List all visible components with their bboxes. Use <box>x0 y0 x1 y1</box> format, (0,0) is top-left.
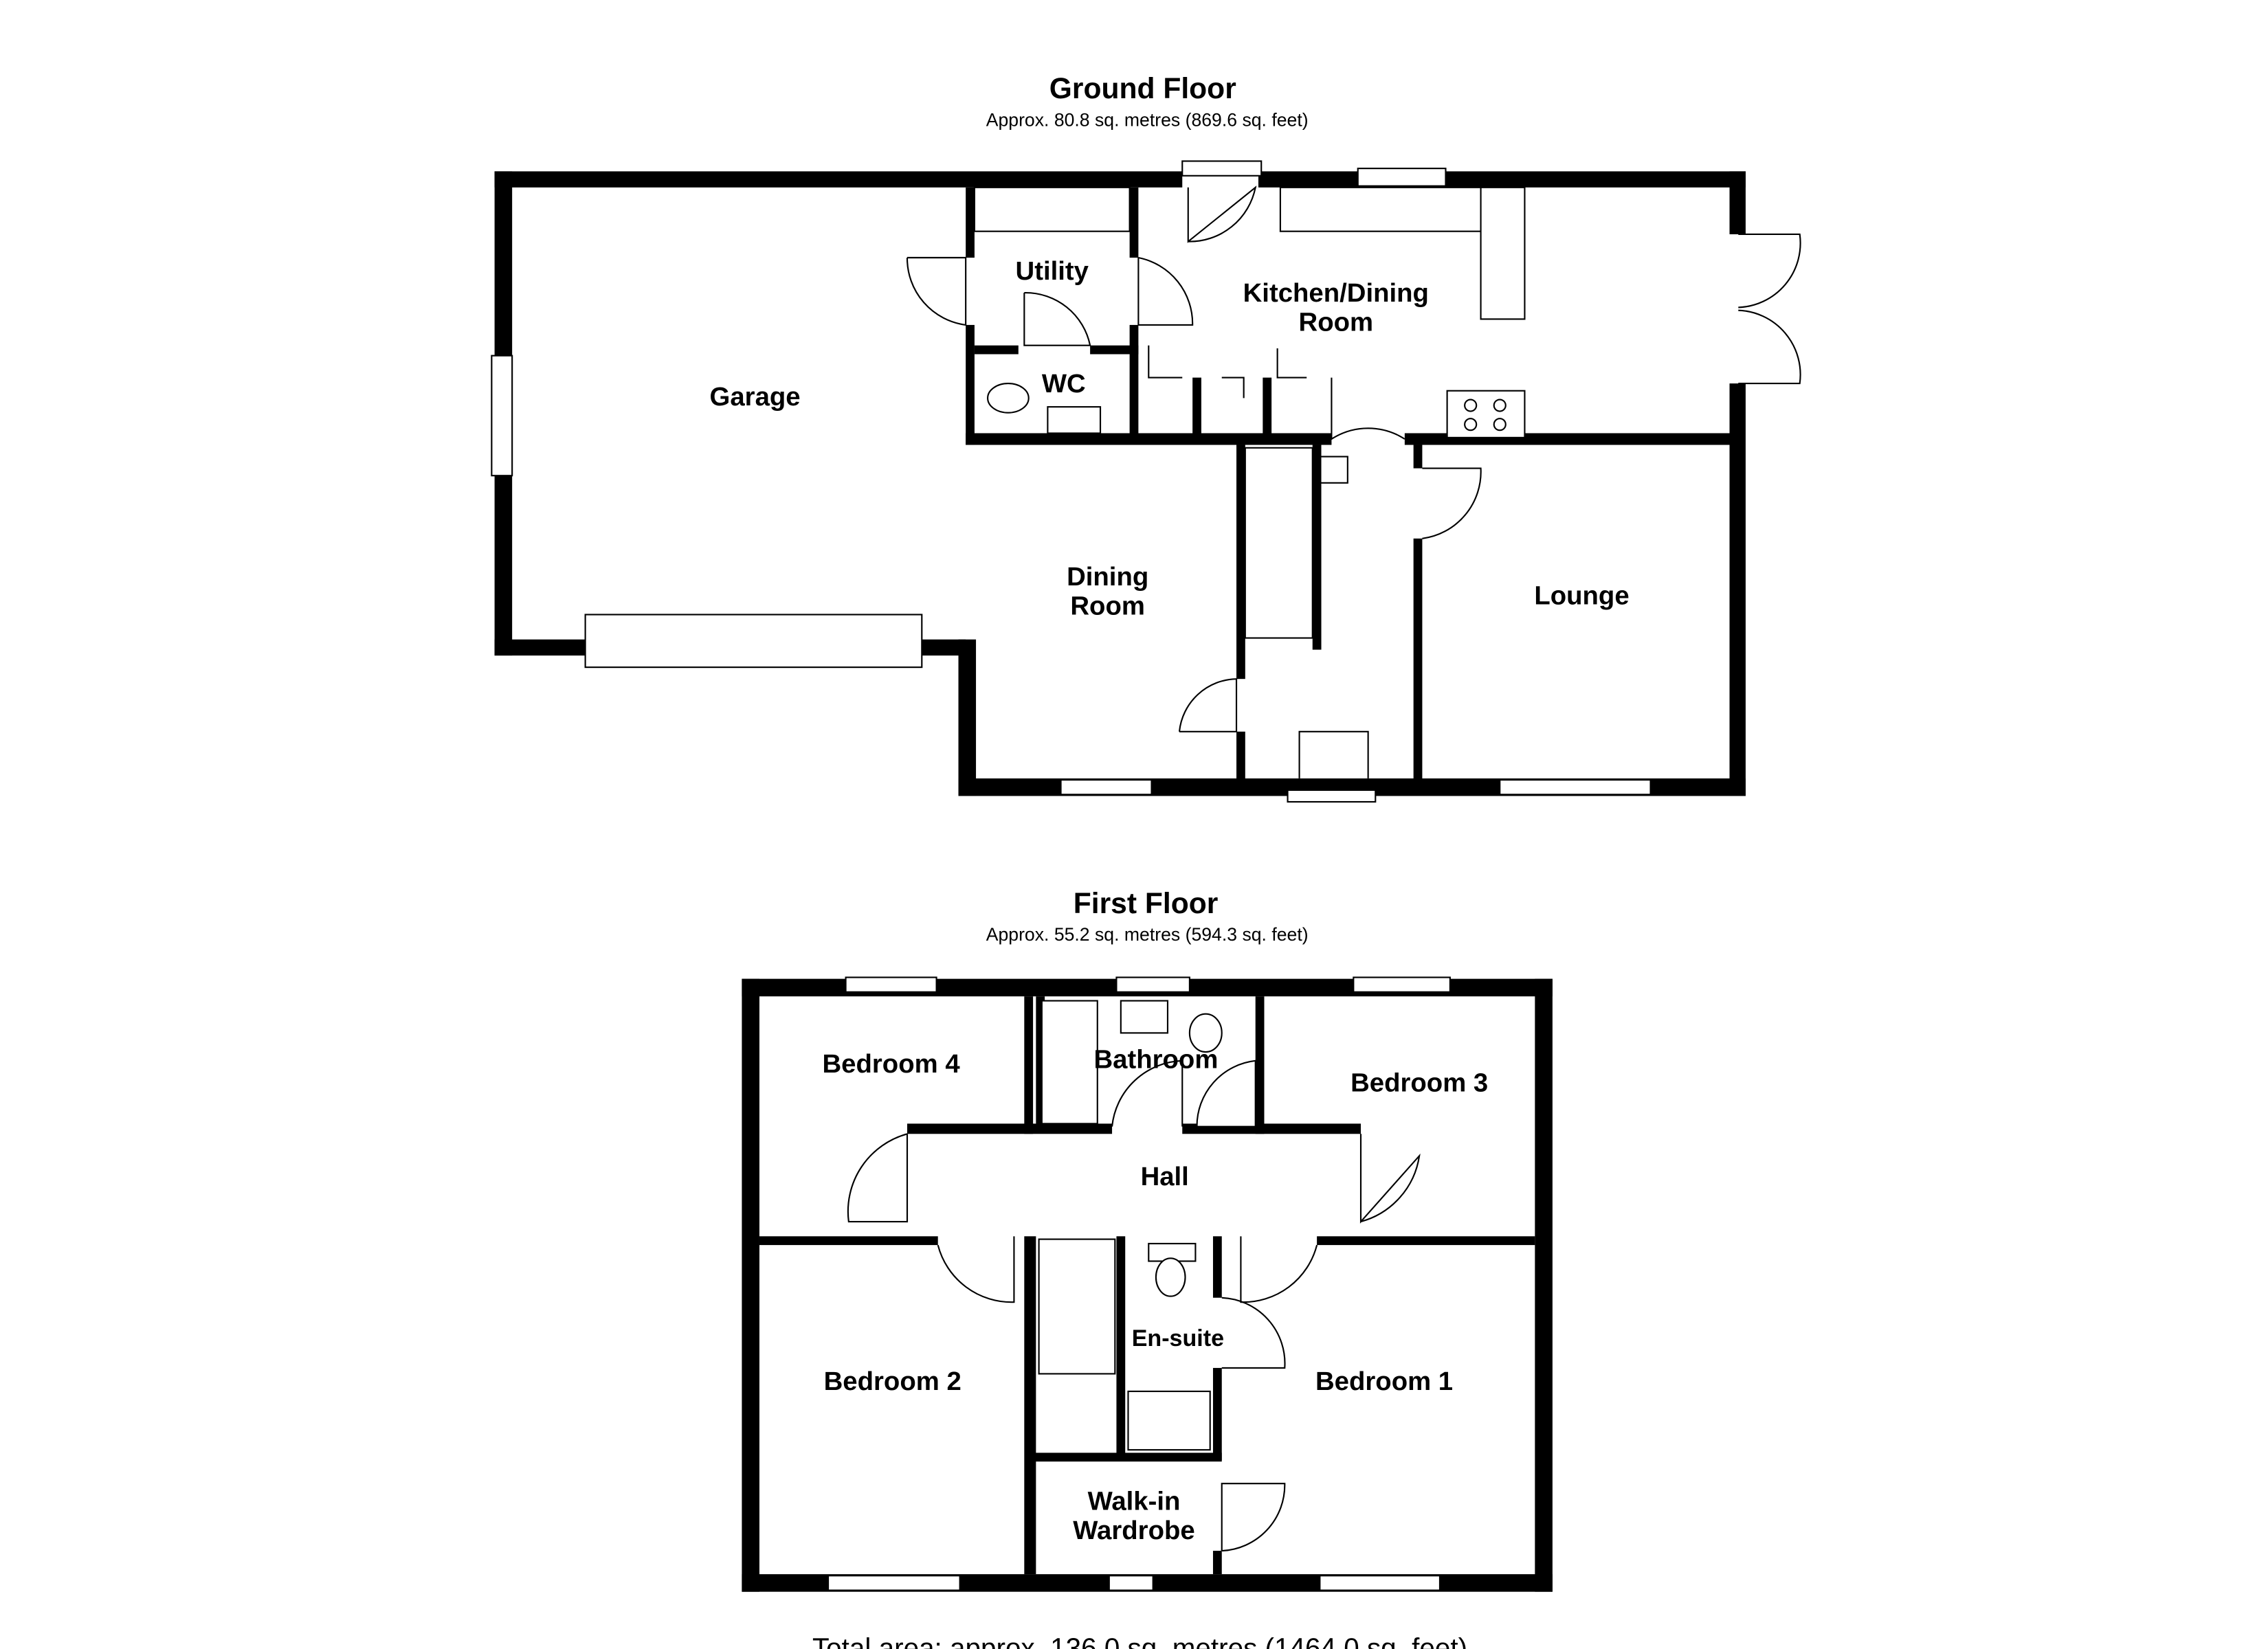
room-label-kitchen-dining-2: Room <box>1299 307 1374 337</box>
total-area: Total area: approx. 136.0 sq. metres (14… <box>812 1632 1467 1649</box>
first-floor-title: First Floor <box>1074 887 1219 920</box>
room-label-lounge: Lounge <box>1534 581 1629 611</box>
room-label-kitchen-dining-1: Kitchen/Dining <box>1243 278 1429 308</box>
room-label-bedroom-4: Bedroom 4 <box>823 1049 961 1079</box>
room-label-wc: WC <box>1042 369 1086 399</box>
room-label-utility: Utility <box>1016 256 1089 286</box>
room-label-bedroom-3: Bedroom 3 <box>1350 1068 1488 1098</box>
room-label-dining-2: Room <box>1070 591 1145 620</box>
room-label-garage: Garage <box>710 382 801 412</box>
ground-floor-plan: Ground Floor Approx. 80.8 sq. metres (86… <box>491 72 1801 803</box>
room-label-walk-in-1: Walk-in <box>1088 1486 1181 1516</box>
ground-floor-walls <box>494 171 1746 796</box>
room-label-dining-1: Dining <box>1067 562 1148 592</box>
first-floor-windows <box>827 976 1451 1591</box>
room-label-walk-in-2: Wardrobe <box>1073 1516 1194 1545</box>
first-floor-fixtures <box>1038 1000 1256 1451</box>
room-label-en-suite: En-suite <box>1132 1325 1224 1351</box>
ground-floor-doors <box>906 186 1801 778</box>
first-floor-plan: First Floor Approx. 55.2 sq. metres (594… <box>742 887 1553 1592</box>
room-label-bathroom: Bathroom <box>1093 1044 1218 1074</box>
first-floor-doors <box>847 1059 1421 1552</box>
ground-floor-fixtures <box>973 186 1526 639</box>
room-label-bedroom-1: Bedroom 1 <box>1315 1367 1453 1396</box>
room-label-hall: Hall <box>1141 1162 1189 1191</box>
ground-floor-area: Approx. 80.8 sq. metres (869.6 sq. feet) <box>986 109 1309 130</box>
first-floor-area: Approx. 55.2 sq. metres (594.3 sq. feet) <box>986 924 1309 945</box>
ground-floor-title: Ground Floor <box>1049 72 1236 105</box>
room-label-bedroom-2: Bedroom 2 <box>824 1367 961 1396</box>
ground-floor-windows <box>491 160 1652 803</box>
